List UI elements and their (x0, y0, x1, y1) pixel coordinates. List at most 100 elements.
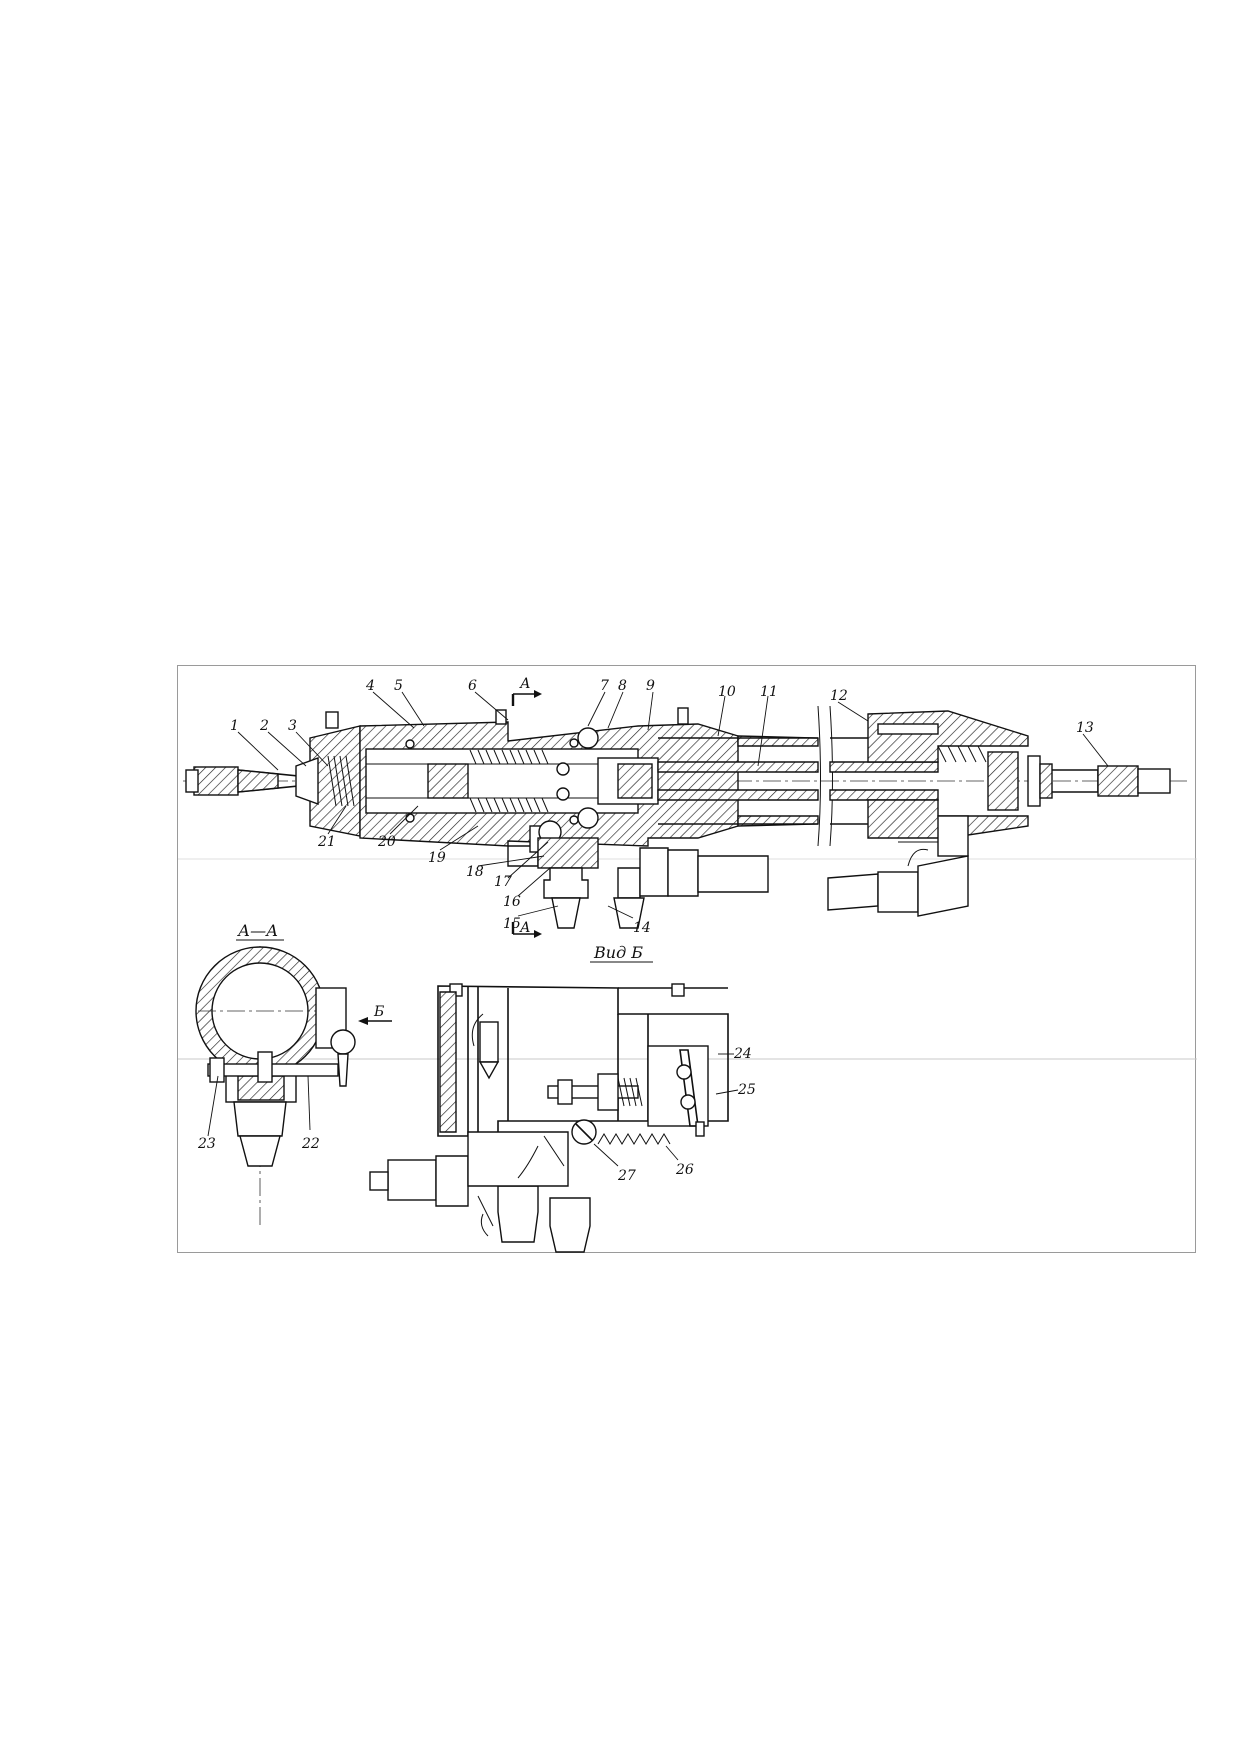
side-fitting-body (387, 1159, 437, 1201)
callout-26: 26 (675, 1162, 694, 1178)
housing-bolt (495, 709, 507, 725)
callout-27: 27 (617, 1168, 636, 1184)
hose-right (827, 873, 879, 911)
bracket-bolt (676, 1064, 692, 1080)
lock-ball-upper (577, 727, 599, 749)
nut-23 (209, 1057, 225, 1083)
callout-15: 15 (503, 916, 521, 932)
hose-right-nut (877, 871, 919, 913)
technical-drawing-frame: 1 2 3 4 5 6 7 8 9 10 11 12 13 14 15 16 1… (177, 665, 1197, 1253)
spring-3 (327, 755, 355, 807)
cap-bolt (325, 711, 339, 729)
elbow-14-block (639, 847, 669, 897)
coupling-core (617, 763, 653, 799)
front-spring (937, 745, 987, 763)
rear-cap-nose (295, 757, 319, 805)
valve-body (537, 837, 599, 869)
callout-3: 3 (288, 718, 297, 734)
clamp-pivot (330, 1029, 356, 1055)
seal-ring (405, 739, 415, 749)
callout-19: 19 (428, 850, 446, 866)
callout-20: 20 (377, 834, 396, 850)
lower-nipple-right (549, 1197, 591, 1253)
callout-11: 11 (760, 684, 778, 700)
lock-wire-lower (517, 1135, 565, 1179)
grease-nipple (479, 1021, 499, 1063)
right-shank-tip (1137, 768, 1171, 794)
callout-17: 17 (494, 874, 512, 890)
break-lines (817, 705, 833, 847)
view-leaders (593, 1053, 739, 1167)
callout-18: 18 (466, 864, 484, 880)
callout-4: 4 (365, 678, 375, 694)
callout-leaders (237, 691, 1109, 919)
rod-22 (207, 1063, 339, 1077)
labels: 1 2 3 4 5 6 7 8 9 10 11 12 13 14 15 16 1… (197, 676, 1094, 1184)
view-arrow-label: Б (373, 1004, 384, 1020)
push-rod-spring (617, 1077, 643, 1107)
small-ball-lower (556, 787, 570, 801)
callout-22: 22 (301, 1136, 320, 1152)
view-b (369, 961, 729, 1253)
spring-26 (597, 1133, 671, 1145)
lever-pin (695, 1121, 705, 1137)
nipple-15 (543, 867, 589, 899)
elbow-14-body (617, 867, 641, 899)
lock-ball-lower (577, 807, 599, 829)
nipple-a-tip (239, 1135, 281, 1167)
lock-wire (471, 1013, 484, 1047)
center-post (257, 1051, 273, 1083)
safety-wire (898, 841, 938, 867)
seal-ring (569, 815, 579, 825)
technical-drawing: 1 2 3 4 5 6 7 8 9 10 11 12 13 14 15 16 1… (178, 676, 1197, 1253)
piston (427, 763, 469, 799)
callout-13: 13 (1076, 720, 1094, 736)
callout-23: 23 (197, 1136, 216, 1152)
elbow-right-riser (937, 815, 969, 857)
bracket-bolt (680, 1094, 696, 1110)
clamp-lever (337, 1053, 349, 1087)
tube-outline-right (830, 737, 868, 825)
callout-9: 9 (646, 678, 655, 694)
callout-21: 21 (317, 834, 336, 850)
section-a-a (195, 939, 392, 1226)
hose-nut (667, 849, 699, 897)
cut-marker-top: А (519, 676, 531, 692)
view-title: Вид Б (593, 943, 643, 962)
front-cap (1027, 755, 1041, 807)
body-outline (437, 985, 729, 1137)
inner-rod-bottom-right (829, 789, 939, 801)
nipple-a (233, 1101, 287, 1137)
nipple-15-tip (551, 897, 581, 929)
top-bolt (671, 983, 685, 997)
callout-2: 2 (259, 718, 269, 734)
push-rod-collar (597, 1073, 619, 1111)
callout-7: 7 (600, 678, 609, 694)
side-fitting-tip (369, 1171, 389, 1191)
inner-rod-top (657, 761, 819, 773)
collar (877, 723, 939, 735)
seal-ring (569, 738, 579, 748)
tube-outline (658, 737, 818, 825)
callout-14: 14 (633, 920, 651, 936)
push-rod-nut (557, 1079, 573, 1105)
bore-spring-bottom (469, 797, 549, 813)
callout-25: 25 (737, 1082, 756, 1098)
seal-ring (405, 813, 415, 823)
inner-rod-bottom (657, 789, 819, 801)
callout-10: 10 (718, 684, 736, 700)
section-cut-markers (511, 690, 542, 938)
left-rod-hatch (237, 769, 279, 793)
callout-1: 1 (230, 718, 239, 734)
rear-cap-edge (439, 991, 457, 1133)
callout-16: 16 (503, 894, 521, 910)
callout-6: 6 (468, 678, 477, 694)
elbow-right (917, 855, 969, 917)
lower-nipple-left (497, 1185, 539, 1243)
right-shank (1097, 765, 1139, 797)
side-fitting-nut (435, 1155, 469, 1207)
housing-bolt (677, 707, 689, 725)
body-ribs (467, 986, 649, 1136)
callout-5: 5 (394, 678, 403, 694)
hanging-wire (477, 1195, 494, 1237)
